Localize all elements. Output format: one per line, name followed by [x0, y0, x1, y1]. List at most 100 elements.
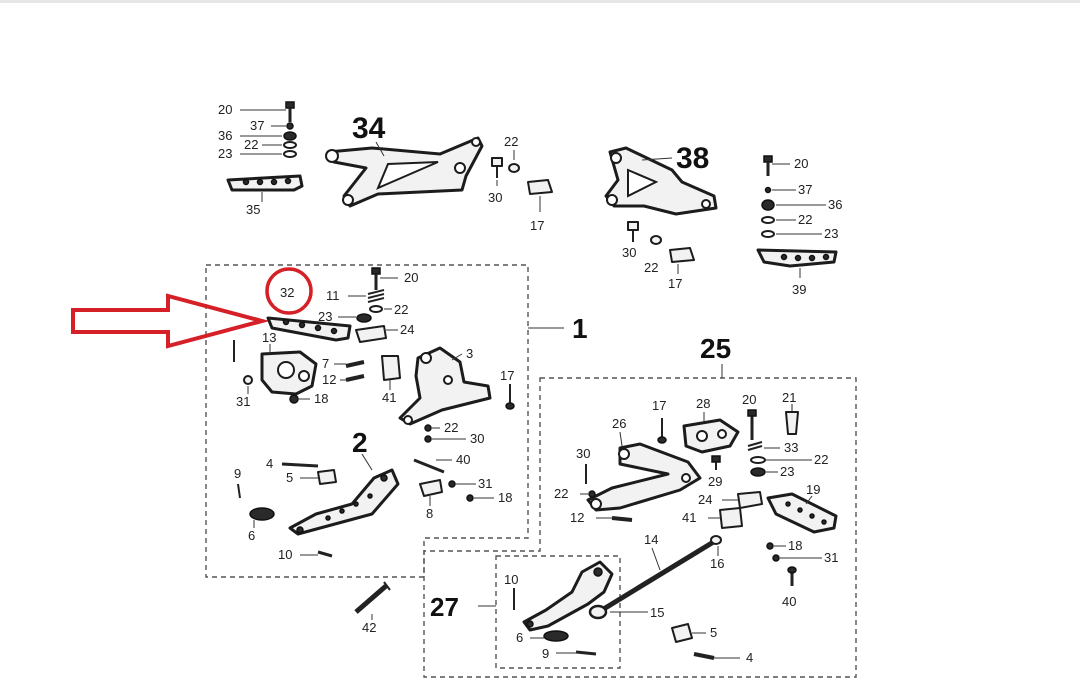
part-label-22-a: 22: [244, 137, 258, 152]
group-box-1: [205, 264, 529, 578]
part-label-23-c: 23: [318, 309, 332, 324]
part-label-20-a: 20: [218, 102, 232, 117]
part-label-20-b: 20: [794, 156, 808, 171]
part-rod-14: [600, 535, 722, 613]
part-bolt-20-top-right: [761, 155, 826, 238]
part-label-29: 29: [708, 474, 722, 489]
part-stack-11-20-22-23: [338, 267, 398, 343]
part-label-24-a: 24: [400, 322, 414, 337]
part-label-14: 14: [644, 532, 658, 547]
part-bolt-20-top-left: [240, 101, 297, 158]
part-bolt-31-18-left: [233, 340, 310, 404]
part-label-19: 19: [806, 482, 820, 497]
top-border: [0, 0, 1080, 3]
part-label-30-b: 30: [622, 245, 636, 260]
part-label-17-c: 17: [500, 368, 514, 383]
part-label-10-b: 10: [504, 572, 518, 587]
part-label-5-b: 5: [710, 625, 717, 640]
part-washer-22-right: [650, 235, 662, 245]
part-bracket-34: [325, 136, 484, 208]
part-label-41-a: 41: [382, 390, 396, 405]
group-box-25: [423, 377, 857, 678]
part-label-23-a: 23: [218, 146, 232, 161]
part-stack-20-21-33-22-23: [747, 404, 812, 477]
part-label-7: 7: [322, 356, 329, 371]
part-label-30-c: 30: [470, 431, 484, 446]
highlight-circle: [265, 267, 313, 315]
part-6-9-group27: [530, 630, 597, 656]
part-plate-28: [682, 412, 740, 454]
part-label-4-b: 4: [746, 650, 753, 665]
part-label-18-c: 18: [788, 538, 802, 553]
part-label-6-b: 6: [516, 630, 523, 645]
part-bolt-7-12: [334, 360, 365, 382]
part-bolt-17-group25: [657, 418, 667, 444]
part-label-31-c: 31: [824, 550, 838, 565]
part-label-20-d: 20: [742, 392, 756, 407]
part-bracket-19: [766, 492, 838, 534]
part-bolt-17-group1: [505, 384, 515, 410]
part-label-18-b: 18: [498, 490, 512, 505]
part-label-12-b: 12: [570, 510, 584, 525]
part-bracket-35: [226, 174, 304, 202]
part-arm-26: [586, 431, 702, 512]
part-31-18-group1-bottom: [448, 480, 494, 502]
part-screw-30-top: [491, 157, 503, 186]
part-label-23-d: 23: [780, 464, 794, 479]
part-label-9-b: 9: [542, 646, 549, 661]
part-label-18-a: 18: [314, 391, 328, 406]
part-block-24-group25: [722, 491, 763, 509]
part-label-8: 8: [426, 506, 433, 521]
part-label-17-a: 17: [530, 218, 544, 233]
part-screw-30-right: [627, 221, 639, 242]
part-label-15: 15: [650, 605, 664, 620]
part-label-31-a: 31: [236, 394, 250, 409]
part-label-3: 3: [466, 346, 473, 361]
part-label-21: 21: [782, 390, 796, 405]
part-bracket-39: [756, 248, 838, 278]
part-label-22-d: 22: [798, 212, 812, 227]
part-label-4-a: 4: [266, 456, 273, 471]
part-label-22-b: 22: [504, 134, 518, 149]
part-label-30-a: 30: [488, 190, 502, 205]
part-label-2: 2: [352, 427, 368, 458]
part-label-17-d: 17: [652, 398, 666, 413]
part-label-41-b: 41: [682, 510, 696, 525]
part-screw-29: [711, 455, 721, 470]
part-label-11: 11: [326, 288, 340, 303]
part-label-13: 13: [262, 330, 276, 345]
part-label-35: 35: [246, 202, 260, 217]
part-label-22-g: 22: [554, 486, 568, 501]
part-pin-17-right: [669, 247, 695, 274]
part-nut-15: [588, 604, 648, 620]
part-label-38: 38: [676, 142, 709, 175]
part-label-25: 25: [700, 333, 731, 364]
part-label-42: 42: [362, 620, 376, 635]
part-label-5-a: 5: [286, 470, 293, 485]
part-label-40-b: 40: [782, 594, 796, 609]
part-30-22-12-group25: [580, 464, 633, 522]
part-label-12-a: 12: [322, 372, 336, 387]
part-label-22-c: 22: [644, 260, 658, 275]
part-label-30-d: 30: [576, 446, 590, 461]
part-label-1: 1: [572, 313, 588, 344]
part-label-22-f: 22: [444, 420, 458, 435]
highlight-arrow: [71, 293, 270, 349]
part-label-27: 27: [430, 592, 459, 622]
part-spacer-41-group25: [708, 507, 743, 529]
part-arm-3: [398, 346, 492, 426]
part-pin-42: [354, 581, 391, 620]
part-label-39: 39: [792, 282, 806, 297]
part-label-33: 33: [784, 440, 798, 455]
part-label-26: 26: [612, 416, 626, 431]
part-washers-22-30-group1: [424, 424, 466, 443]
part-18-31-40-group25: [766, 542, 822, 586]
part-label-37-a: 37: [250, 118, 264, 133]
part-screw-4-5: [281, 462, 337, 485]
part-label-36-b: 36: [828, 197, 842, 212]
part-label-36-a: 36: [218, 128, 232, 143]
part-lever-27: [478, 560, 614, 632]
part-screw-10-group1: [300, 550, 333, 558]
